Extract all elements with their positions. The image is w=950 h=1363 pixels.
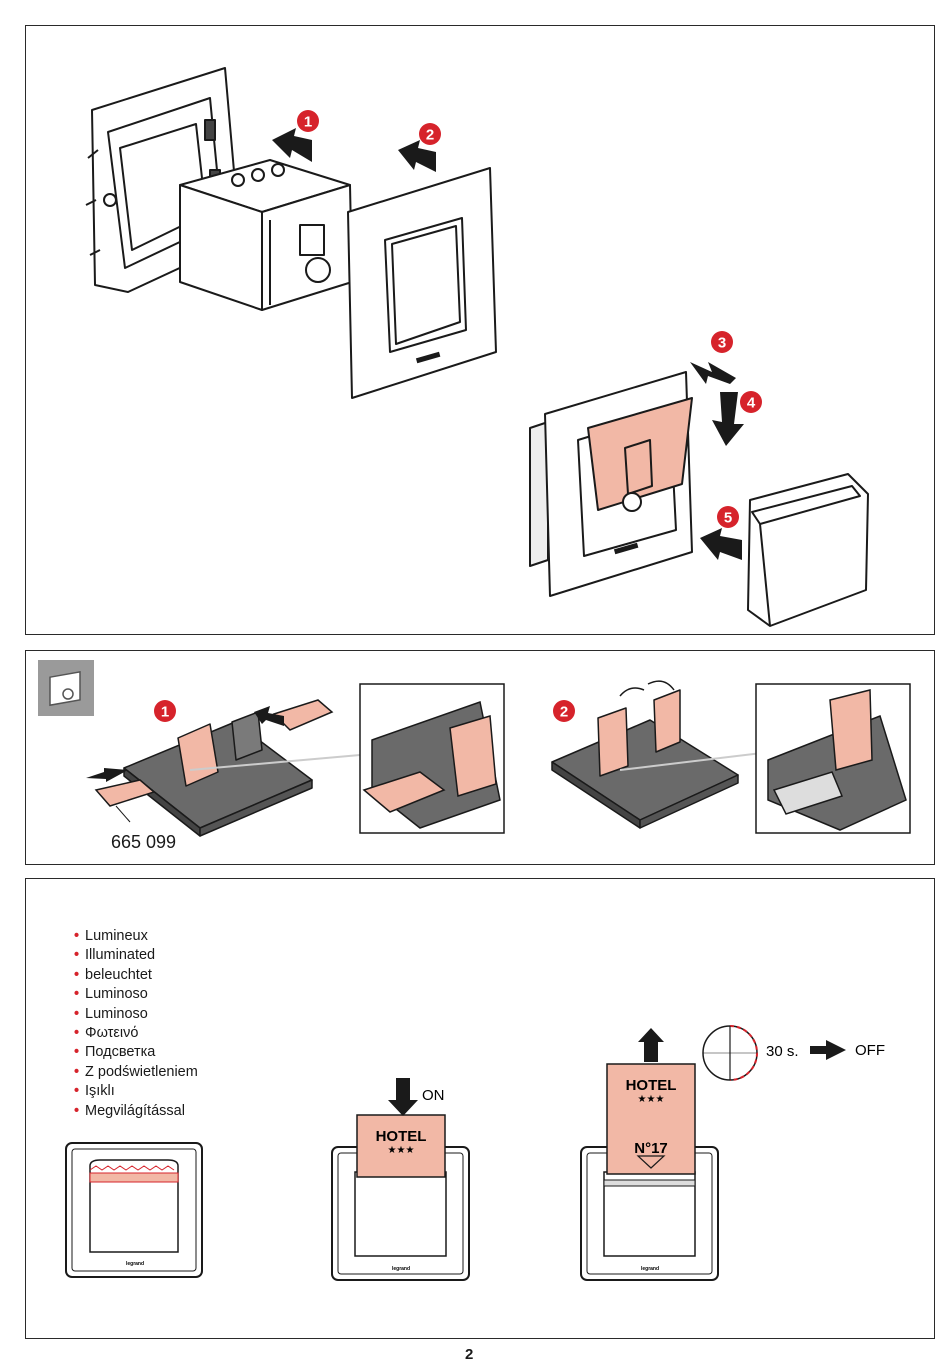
page-number: 2 [465,1346,474,1363]
insert-piece-bottom [94,779,156,807]
kc-step-2-badge [553,700,575,722]
delay-label: 30 s. [766,1043,799,1060]
language-item: •Luminoso [74,1005,148,1022]
step-1-number: 1 [304,114,312,131]
timer-clock-icon [702,1025,758,1081]
keycard-switch-assembled [529,371,693,597]
kc-step-1-number: 1 [161,704,169,721]
language-item: •Megvilágítással [74,1102,185,1119]
zoom-detail-2 [755,683,911,834]
language-item: •Подсветка [74,1044,156,1061]
front-cover [747,473,869,627]
rotate-arrow-2 [647,680,675,691]
insert-arrow-top [254,706,284,726]
step-4-number: 4 [747,395,756,412]
off-label: OFF [855,1042,885,1059]
hotel-card-inserted [356,1114,446,1178]
language-item: •beleuchtet [74,966,152,983]
language-item: •Işıklı [74,1083,115,1100]
remove-up-arrow [638,1028,664,1062]
base-step-2 [551,689,771,829]
card-brand-1: HOTEL [376,1128,427,1145]
arrow-step-1: 1 [272,110,319,162]
part-leader-line [115,805,131,823]
module-icon [38,660,94,716]
arrow-step-3: 3 [690,331,736,384]
illuminated-language-list: •Lumineux •Illuminated •beleuchtet •Lumi… [72,927,198,1121]
card-room-number: N°17 [634,1140,668,1157]
insert-arrow-bottom [86,768,128,782]
card-brand-2: HOTEL [626,1077,677,1094]
keycard-switch-on: HOTEL ★★★ legrand ON [331,1078,470,1281]
language-item: •Lumineux [74,928,148,944]
keycard-switch-off: HOTEL ★★★ N°17 legrand [580,1028,719,1281]
language-item: •Z podświetleniem [74,1063,198,1080]
arrow-step-5: 5 [700,506,742,560]
kc-step-2-number: 2 [560,704,568,721]
insert-down-arrow [388,1078,418,1116]
mechanism-block [179,159,353,311]
kc-step-1-badge [154,700,176,722]
card-stars-2: ★★★ [638,1094,665,1105]
base-step-1 [123,711,361,837]
language-item: •Φωτεινό [74,1025,139,1042]
arrow-step-4: 4 [712,391,762,446]
brand-mark-3: legrand [641,1266,659,1272]
step-5-number: 5 [724,510,732,527]
brand-mark-1: legrand [126,1261,144,1267]
step-2-number: 2 [426,127,434,144]
zoom-detail-1 [359,683,505,834]
language-item: •Luminoso [74,986,148,1003]
part-number: 665 099 [111,832,177,852]
language-item: •Illuminated [74,947,156,964]
cover-plate [347,167,497,399]
on-label: ON [422,1087,445,1104]
insert-piece-top [272,699,334,731]
arrow-step-2: 2 [398,123,441,172]
keycard-switch-illuminated: legrand [65,1142,203,1278]
step-3-number: 3 [718,335,726,352]
brand-mark-2: legrand [392,1266,410,1272]
off-arrow-icon [810,1040,846,1060]
rotate-arrow-1 [619,687,645,697]
card-stars-1: ★★★ [388,1145,415,1156]
